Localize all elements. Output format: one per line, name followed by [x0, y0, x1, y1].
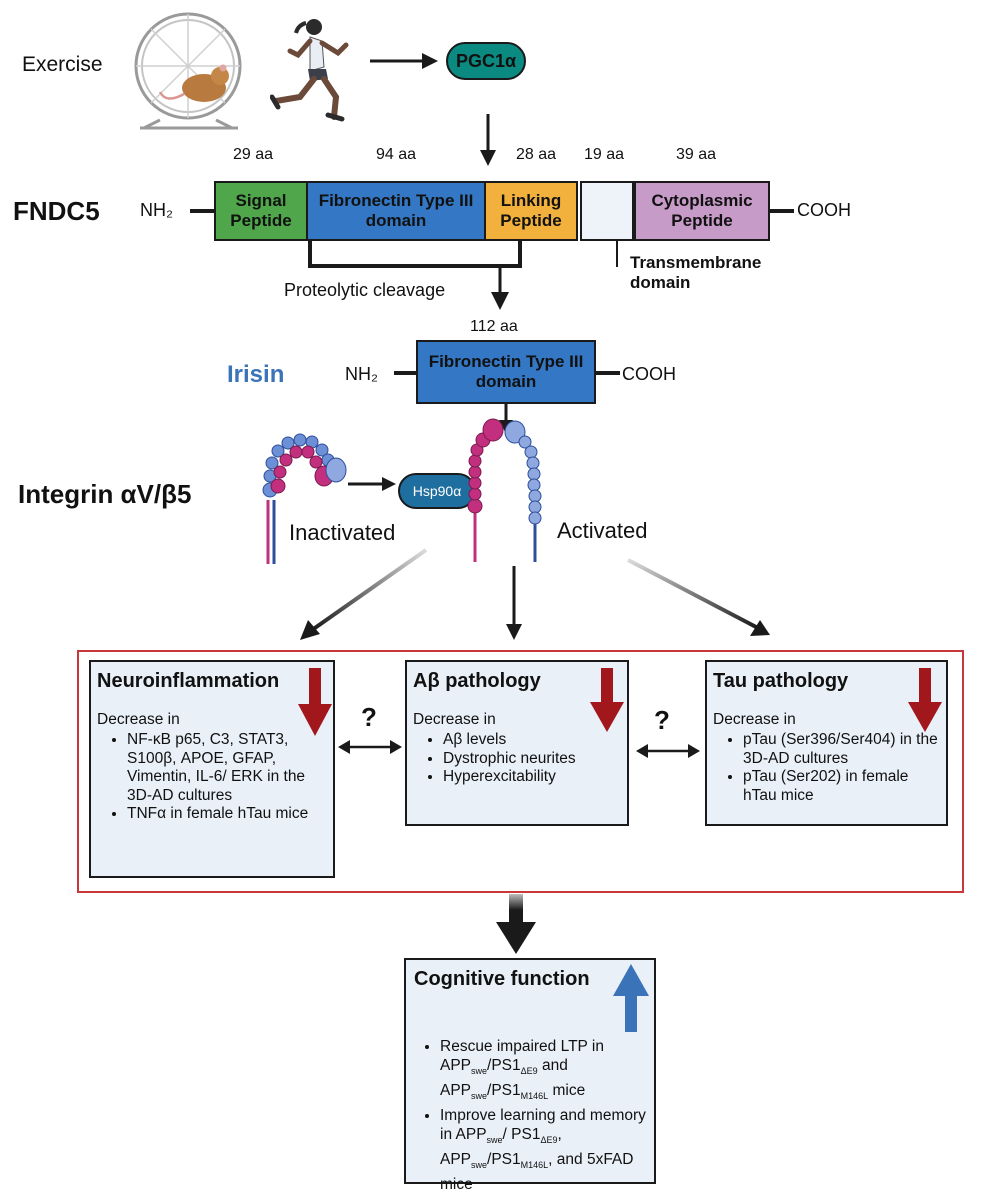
question-mark-right: ?: [654, 705, 670, 735]
size-signal: 29 aa: [233, 146, 274, 163]
double-arrow-left: [338, 740, 402, 754]
fndc5-cooh: COOH: [797, 200, 851, 220]
arrow-to-cognitive: [496, 894, 536, 954]
transmembrane-pointer: [616, 241, 618, 267]
fndc5-cooh-stub: [770, 209, 794, 213]
list-item: pTau (Ser202) in female hTau mice: [743, 768, 940, 805]
abeta-decrease-label: Decrease in: [413, 711, 496, 728]
runner-icon: [270, 19, 349, 122]
cytoplasmic-peptide-domain: Cytoplasmic Peptide: [634, 181, 770, 241]
list-item: Dystrophic neurites: [443, 750, 621, 769]
arrow-to-hsp90: [348, 477, 396, 491]
integrin-label: Integrin αV/β5: [18, 479, 192, 509]
list-item: Aβ levels: [443, 731, 621, 750]
irisin-size: 112 aa: [470, 318, 518, 335]
neuroinflammation-title: Neuroinflammation: [97, 670, 280, 692]
cognitive-title: Cognitive function: [414, 968, 590, 990]
abeta-title: Aβ pathology: [413, 670, 541, 692]
irisin-cooh: COOH: [622, 364, 676, 384]
tau-decrease-label: Decrease in: [713, 711, 796, 728]
fibronectin-domain: Fibronectin Type III domain: [306, 181, 486, 241]
exercise-label: Exercise: [22, 53, 103, 76]
list-item: Hyperexcitability: [443, 768, 621, 787]
cognitive-up-arrow-icon: [613, 964, 649, 1032]
fndc5-nh2-stub: [190, 209, 216, 213]
abeta-down-arrow-icon: [590, 668, 624, 732]
arrow-to-pgc1a: [370, 53, 438, 69]
irisin-cooh-stub: [596, 371, 620, 375]
pgc1a-node: PGC1α: [446, 42, 526, 80]
neuroinflammation-decrease-label: Decrease in: [97, 711, 180, 728]
irisin-domain: Fibronectin Type III domain: [416, 340, 596, 404]
neuroinflammation-panel: Neuroinflammation Decrease in NF-κB p65,…: [89, 660, 335, 878]
abeta-panel: Aβ pathology Decrease in Aβ levels Dystr…: [405, 660, 629, 826]
list-item: pTau (Ser396/Ser404) in the 3D-AD cultur…: [743, 731, 940, 768]
integrin-outcome-arrows: [300, 548, 770, 640]
signal-peptide-domain: Signal Peptide: [214, 181, 308, 241]
tau-down-arrow-icon: [908, 668, 942, 732]
fndc5-label: FNDC5: [13, 196, 100, 226]
cleavage-bracket: [308, 240, 522, 310]
inactivated-label: Inactivated: [289, 520, 396, 545]
tau-title: Tau pathology: [713, 670, 849, 692]
fndc5-nh2: NH₂: [140, 200, 173, 220]
irisin-label: Irisin: [227, 361, 285, 388]
list-item: Improve learning and memory in APPswe/ P…: [440, 1106, 646, 1194]
irisin-nh2-stub: [394, 371, 418, 375]
transmembrane-label: Transmembrane domain: [630, 253, 762, 292]
linking-peptide-domain: Linking Peptide: [484, 181, 578, 241]
size-transmembrane: 19 aa: [584, 146, 625, 163]
question-mark-left: ?: [361, 702, 377, 732]
hamster-wheel-icon: [134, 12, 242, 130]
inactivated-integrin-icon: [262, 433, 347, 564]
hsp90a-node: Hsp90α: [398, 473, 476, 509]
irisin-nh2: NH₂: [345, 364, 378, 384]
transmembrane-domain-box: [580, 181, 634, 241]
tau-panel: Tau pathology Decrease in pTau (Ser396/S…: [705, 660, 948, 826]
list-item: TNFα in female hTau mice: [127, 805, 327, 824]
size-cytoplasmic: 39 aa: [676, 146, 717, 163]
list-item: Rescue impaired LTP in APPswe/PS1ΔE9 and…: [440, 1037, 646, 1106]
size-linking: 28 aa: [516, 146, 557, 163]
activated-integrin-icon: [467, 418, 542, 562]
cleavage-label: Proteolytic cleavage: [284, 280, 446, 300]
size-fibronectin: 94 aa: [376, 146, 417, 163]
pathology-frame: [77, 650, 964, 893]
double-arrow-right: [636, 744, 700, 758]
arrow-pgc1a-down: [480, 114, 496, 166]
list-item: NF-κB p65, C3, STAT3, S100β, APOE, GFAP,…: [127, 731, 327, 805]
activated-label: Activated: [557, 518, 648, 543]
neuro-down-arrow-icon: [298, 668, 332, 736]
